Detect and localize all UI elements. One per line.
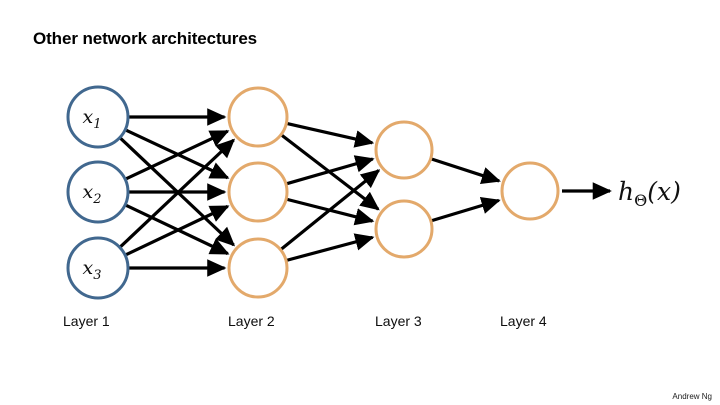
neuron-node-l3-1[interactable] (374, 120, 434, 180)
connection-edge (286, 233, 375, 262)
layer-caption-4: Layer 4 (500, 313, 547, 329)
connection-edge (280, 169, 381, 251)
neuron-node-l2-3[interactable] (227, 237, 289, 299)
attribution-label: Andrew Ng (672, 392, 712, 401)
layer-caption-3: Layer 3 (375, 313, 422, 329)
layer-caption-2: Layer 2 (228, 313, 275, 329)
connection-edge (431, 196, 501, 223)
page-title: Other network architectures (33, 29, 258, 48)
layer-caption-1: Layer 1 (63, 313, 110, 329)
neuron-node-l1-1[interactable] (66, 85, 130, 149)
connection-edge (125, 204, 230, 257)
connection-edge (125, 129, 230, 181)
neuron-node-l3-2[interactable] (374, 199, 434, 259)
neuron-node-l1-2[interactable] (66, 160, 130, 224)
neuron-node-l1-3[interactable] (66, 236, 130, 300)
output-group: hΘ(x) (562, 177, 681, 210)
connection-edge (286, 155, 375, 186)
hypothesis-output-label: hΘ(x) (618, 177, 681, 210)
connection-edge (431, 157, 501, 184)
neuron-node-l2-1[interactable] (227, 86, 289, 148)
neuron-node-l2-2[interactable] (227, 161, 289, 223)
neuron-node-l4-1[interactable] (500, 161, 560, 221)
connection-edge (286, 122, 375, 148)
connection-edge (119, 138, 236, 248)
connections-group (119, 108, 501, 277)
